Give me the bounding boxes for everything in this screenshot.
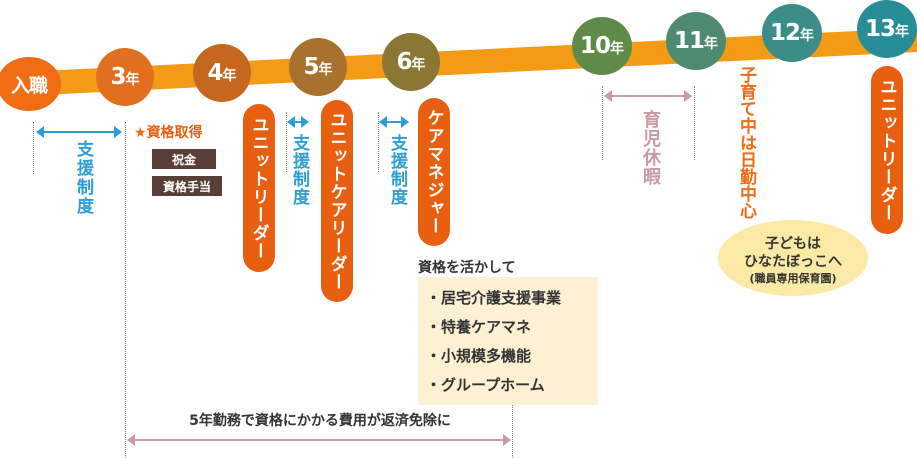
care-manager-pill: ケアマネジャー bbox=[418, 98, 450, 246]
qualification-title: 資格取得 bbox=[146, 125, 203, 141]
milestone-hire-label: 入職 bbox=[10, 74, 48, 97]
nursery-line-3: (職員専用保育園) bbox=[749, 272, 837, 285]
guide-line bbox=[694, 86, 695, 160]
bonus-box: 祝金 bbox=[152, 149, 216, 169]
repayment-period-arrow bbox=[127, 434, 511, 446]
parental-leave-arrow bbox=[604, 90, 692, 102]
milestone-number: 10 bbox=[579, 33, 611, 59]
milestone-unit: 年 bbox=[411, 57, 426, 73]
support-period-arrow bbox=[287, 116, 309, 128]
support-system-label: 支援制度 bbox=[289, 134, 309, 206]
milestone-number: 13 bbox=[864, 16, 896, 42]
repayment-exemption-note: 5年勤務で資格にかかる費用が返済免除に bbox=[189, 413, 451, 429]
qualification-heading: ★資格取得 bbox=[134, 122, 203, 142]
milestone-number: 5 bbox=[303, 54, 319, 80]
milestone-number: 3 bbox=[110, 64, 126, 90]
milestone-number: 12 bbox=[769, 20, 801, 46]
milestone-number: 4 bbox=[207, 60, 223, 86]
unit-care-leader-pill: ユニットケアリーダー bbox=[321, 100, 353, 302]
guide-line bbox=[125, 122, 126, 458]
parental-leave-label: 育児休暇 bbox=[640, 110, 661, 186]
support-period-arrow bbox=[379, 116, 409, 128]
milestone-number: 11 bbox=[673, 28, 705, 54]
nursery-bubble: 子どもは ひなたぼっこへ (職員専用保育園) bbox=[718, 220, 868, 296]
daytime-shift-label: 子育て中は日勤中心 bbox=[736, 66, 756, 219]
career-options-panel: ・居宅介護支援事業 ・特養ケアマネ ・小規模多機能 ・グループホーム bbox=[418, 277, 598, 405]
career-option: ・特養ケアマネ bbox=[426, 318, 532, 336]
career-heading: 資格を活かして bbox=[418, 260, 516, 276]
allowance-box: 資格手当 bbox=[152, 176, 222, 196]
career-option: ・居宅介護支援事業 bbox=[426, 289, 562, 307]
guide-line bbox=[33, 122, 34, 174]
support-system-label: 支援制度 bbox=[387, 134, 407, 206]
guide-line bbox=[286, 112, 287, 172]
milestone-unit: 年 bbox=[800, 28, 814, 44]
career-option: ・グループホーム bbox=[426, 376, 545, 394]
milestone-unit: 年 bbox=[222, 68, 237, 84]
milestone-hire: 入職 bbox=[0, 57, 61, 111]
star-icon: ★ bbox=[134, 125, 147, 141]
milestone-unit: 年 bbox=[704, 36, 718, 52]
milestone-unit: 年 bbox=[895, 24, 909, 40]
milestone-unit: 年 bbox=[610, 41, 624, 57]
nursery-line-1: 子どもは bbox=[765, 236, 821, 252]
support-period-arrow bbox=[36, 126, 122, 138]
unit-leader-pill: ユニットリーダー bbox=[243, 104, 275, 272]
guide-line bbox=[378, 112, 379, 172]
support-system-label: 支援制度 bbox=[73, 140, 93, 216]
guide-line bbox=[602, 86, 603, 160]
career-option: ・小規模多機能 bbox=[426, 347, 532, 365]
nursery-line-2: ひなたぼっこへ bbox=[744, 254, 842, 270]
milestone-number: 6 bbox=[396, 49, 412, 75]
milestone-unit: 年 bbox=[318, 62, 333, 78]
milestone-unit: 年 bbox=[125, 72, 140, 88]
unit-leader-13-pill: ユニットリーダー bbox=[871, 66, 903, 234]
